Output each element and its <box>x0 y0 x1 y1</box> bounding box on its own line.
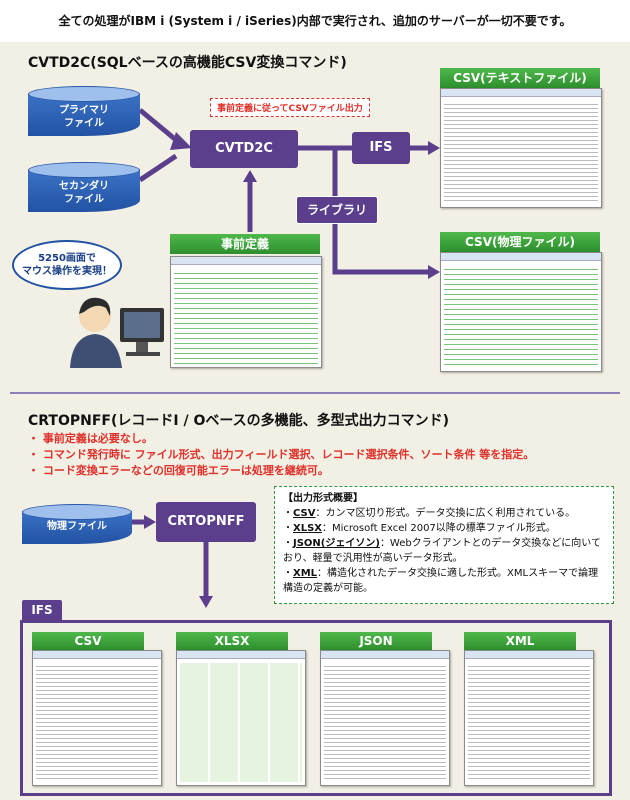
output-tab-csv: CSV <box>32 632 144 650</box>
section-divider <box>10 392 620 394</box>
crtopnff-command-box: CRTOPNFF <box>156 502 256 542</box>
person-at-computer-icon <box>70 297 164 368</box>
output-window-xlsx <box>176 650 306 786</box>
primary-file-cylinder: プライマリ ファイル <box>28 86 140 136</box>
format-item: ・XML：構造化されたデータ交換に適した形式。XMLスキーマで論理構造の定義が可… <box>283 568 599 594</box>
output-window-json <box>320 650 450 786</box>
csv-text-window <box>440 88 602 208</box>
csv-physical-tab: CSV(物理ファイル) <box>440 232 600 252</box>
crtopnff-connectors <box>130 515 213 608</box>
connector-primary <box>138 108 178 142</box>
library-box: ライブラリ <box>296 196 378 224</box>
ifs-box: IFS <box>352 132 410 164</box>
secondary-file-cylinder: セカンダリ ファイル <box>28 162 140 212</box>
output-tab-json: JSON <box>320 632 432 650</box>
ifs-label: IFS <box>22 600 62 620</box>
csv-physical-window <box>440 252 602 372</box>
cvtd2c-note: 事前定義に従ってCSVファイル出力 <box>210 98 370 117</box>
format-overview-note: 【出力形式概要】 ・CSV：カンマ区切り形式。データ交換に広く利用されている。 … <box>274 486 614 604</box>
output-window-xml <box>464 650 594 786</box>
bullet-item: ・ コード変換エラーなどの回復可能エラーは処理を継続可。 <box>28 464 329 477</box>
format-item: ・JSON(ジェイソン)：Webクライアントとのデータ交換などに向いており、軽量… <box>283 538 601 564</box>
predefinition-screen <box>170 256 322 368</box>
secondary-file-label: セカンダリ ファイル <box>59 181 109 205</box>
header-banner: 全ての処理がIBM i (System i / iSeries)内部で実行され、… <box>0 0 630 42</box>
arrow-head-to-ifs <box>199 596 213 608</box>
physical-file-label: 物理ファイル <box>47 521 107 532</box>
cvtd2c-title: CVTD2C(SQLベースの高機能CSV変換コマンド) <box>28 55 347 71</box>
arrow-head-predef <box>243 170 257 182</box>
output-tab-xlsx: XLSX <box>176 632 288 650</box>
arrow-head-primary <box>170 132 192 150</box>
crtopnff-title: CRTOPNFF(レコードI / Oベースの多機能、多型式出力コマンド) <box>28 413 450 429</box>
speech-bubble: 5250画面で マウス操作を実現！ <box>12 240 122 290</box>
output-window-csv <box>32 650 162 786</box>
predefinition-tab: 事前定義 <box>170 234 320 254</box>
arrow-head-physical <box>428 265 440 279</box>
cvtd2c-command-box: CVTD2C <box>190 130 298 168</box>
primary-file-label: プライマリ ファイル <box>59 105 109 129</box>
format-overview-heading: 【出力形式概要】 <box>283 493 363 504</box>
crtopnff-bullet-list: ・ 事前定義は必要なし。 ・ コマンド発行時に ファイル形式、出力フィールド選択… <box>28 430 534 478</box>
bullet-item: ・ 事前定義は必要なし。 <box>28 432 153 445</box>
output-tab-xml: XML <box>464 632 576 650</box>
bullet-item: ・ コマンド発行時に ファイル形式、出力フィールド選択、レコード選択条件、ソート… <box>28 448 535 461</box>
connector-to-physical <box>332 148 432 275</box>
format-item: ・XLSX：Microsoft Excel 2007以降の標準ファイル形式。 <box>283 523 556 534</box>
cvtd2c-connectors <box>138 108 440 279</box>
physical-file-cylinder: 物理ファイル <box>22 504 132 544</box>
connector-secondary <box>138 153 178 183</box>
format-item: ・CSV：カンマ区切り形式。データ交換に広く利用されている。 <box>283 508 576 519</box>
arrow-head-to-crtopnff <box>144 515 156 529</box>
arrow-head-ifs <box>428 141 440 155</box>
csv-text-tab: CSV(テキストファイル) <box>440 68 600 88</box>
